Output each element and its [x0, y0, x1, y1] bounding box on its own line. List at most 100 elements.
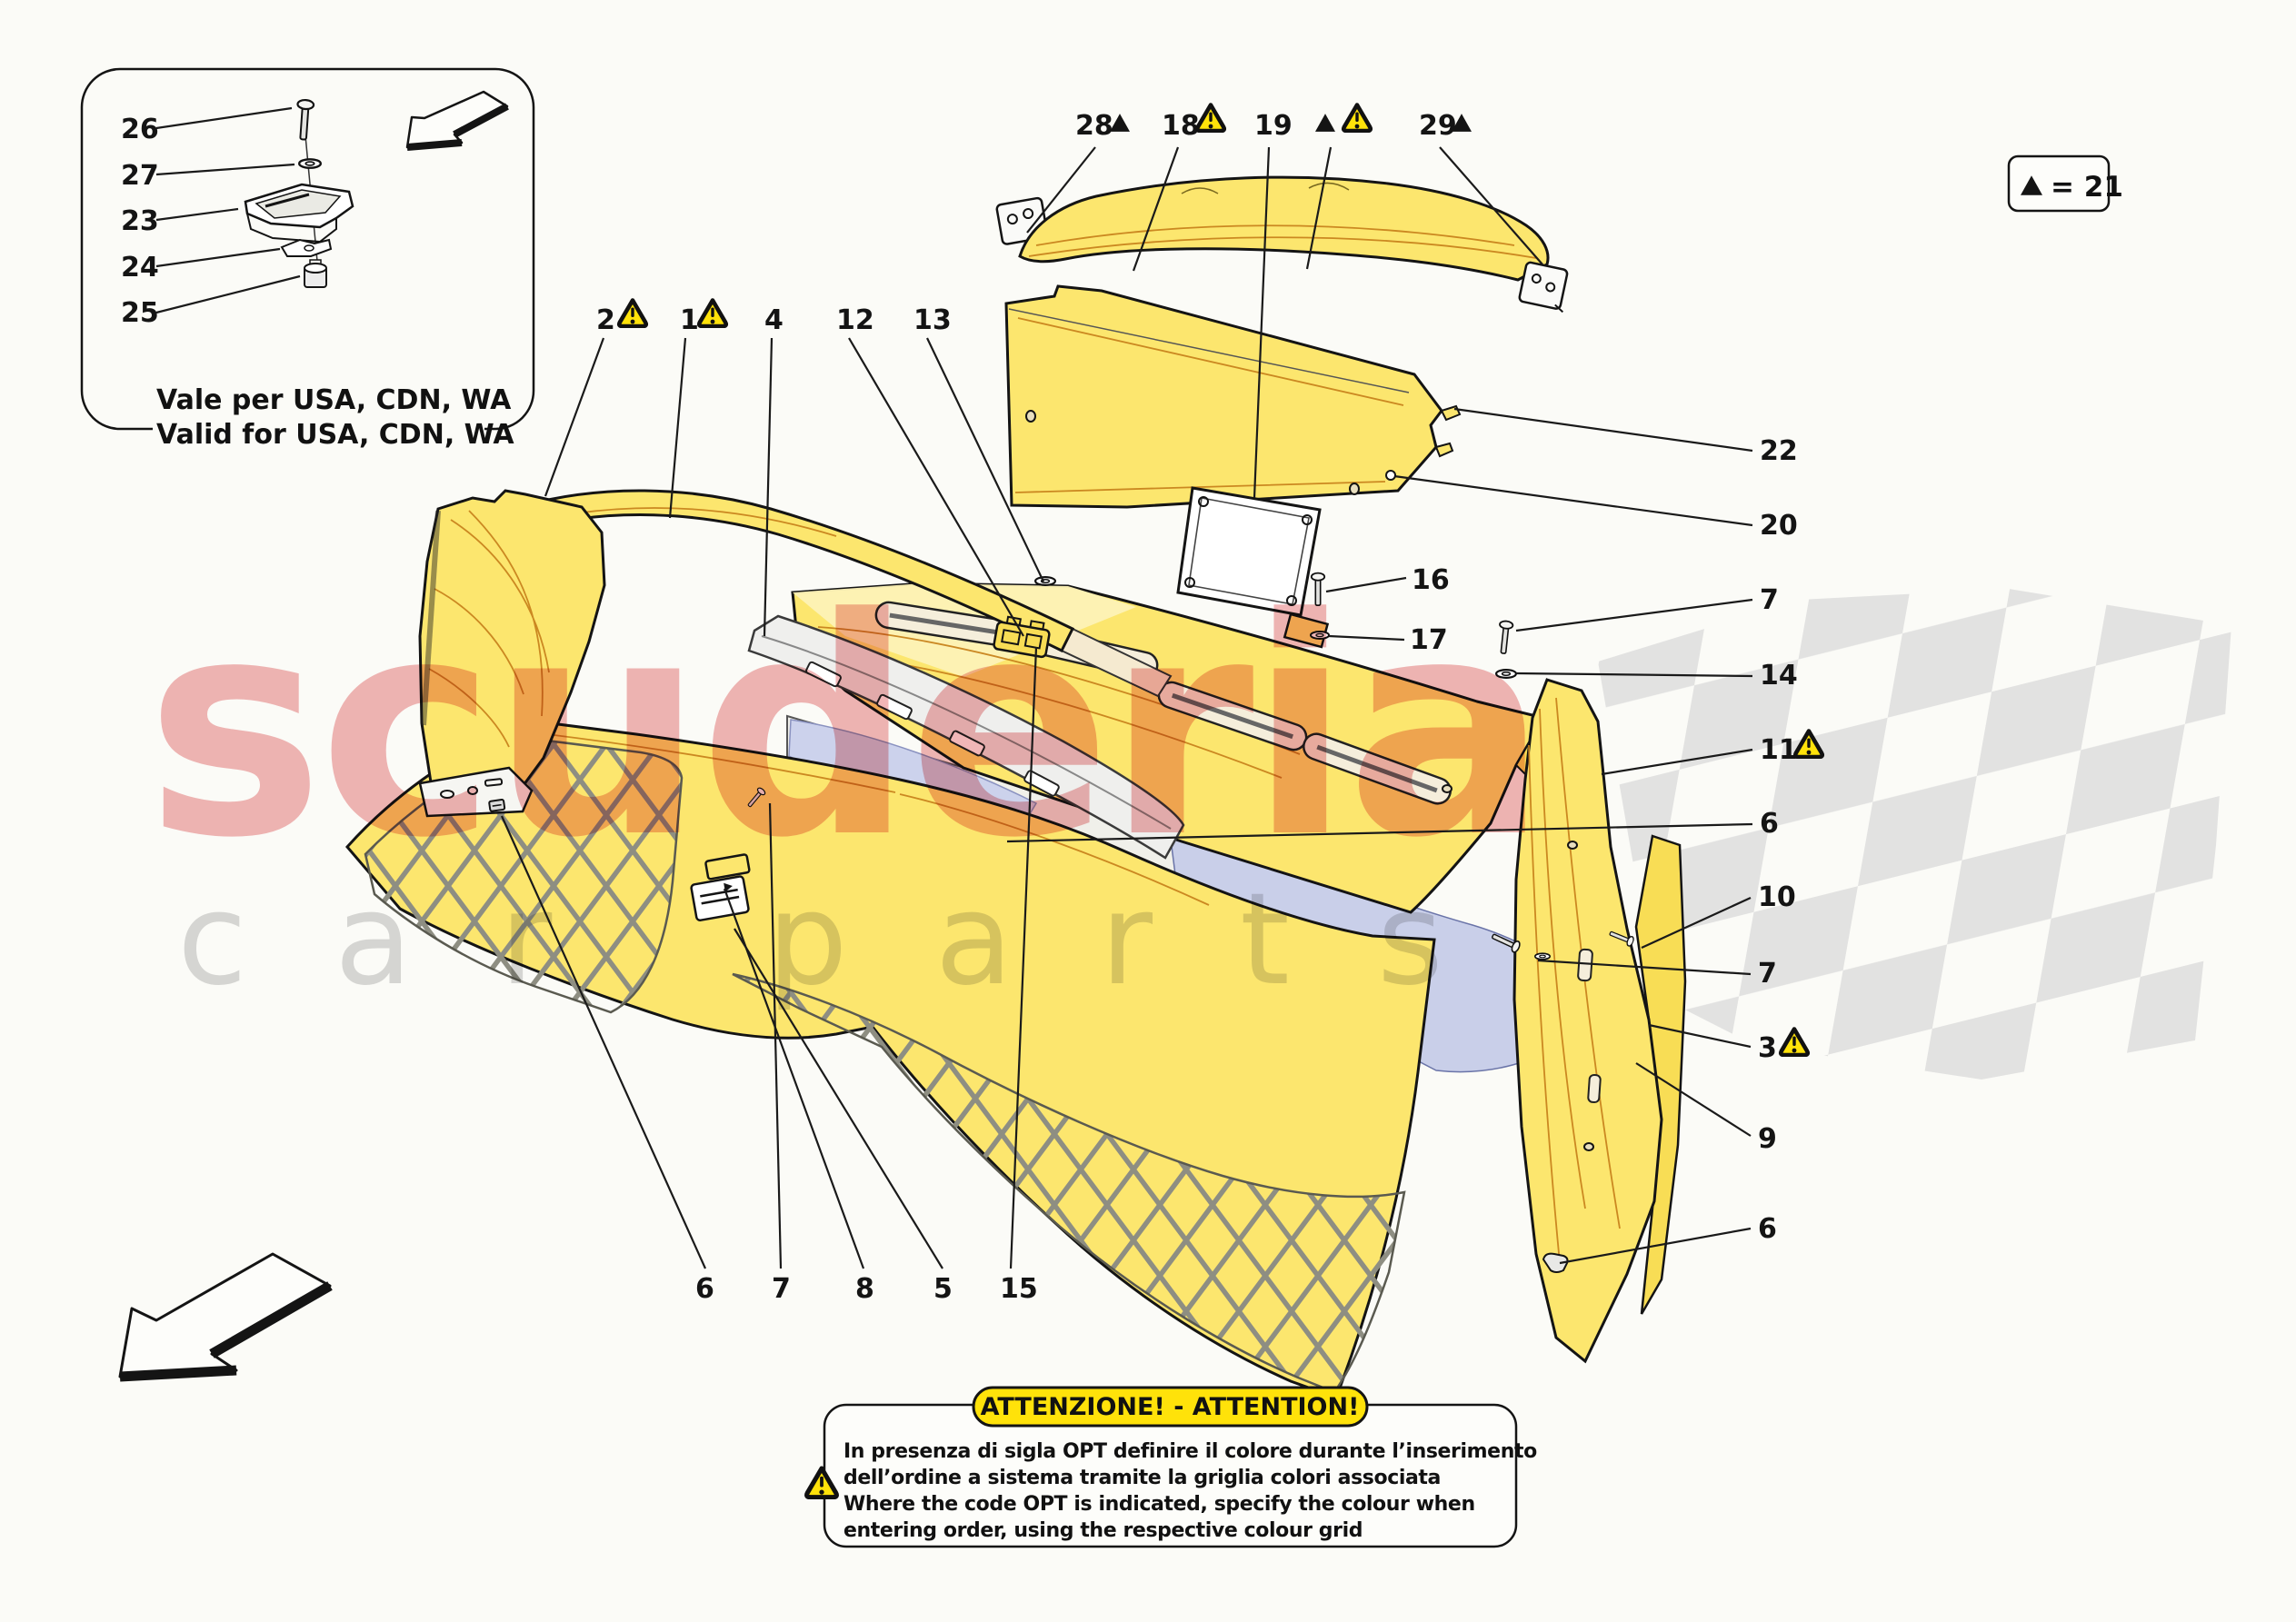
callout-label-14: 14: [1760, 660, 1798, 692]
leader-line-25: [155, 274, 301, 314]
direction-arrow-large: [118, 1252, 333, 1382]
leader-line-16: [1325, 576, 1407, 593]
leader-line-13: [926, 337, 1044, 582]
attention-box: ATTENZIONE! - ATTENTION! In presenza di …: [807, 1386, 1537, 1548]
callout-label-8: 8: [855, 1273, 874, 1305]
leader-line-7: [1515, 598, 1753, 632]
sill-trim-gray: [747, 614, 1185, 860]
callout-label-11: 11: [1760, 734, 1798, 766]
inset-washer-27: [298, 158, 322, 169]
watermark-primary: scuderia: [145, 554, 1543, 903]
callout-label-6: 6: [1758, 1213, 1777, 1245]
callout-label-15: 15: [1000, 1273, 1038, 1305]
callout-label-1: 1: [680, 304, 699, 336]
callout-label-19: 19: [1254, 110, 1293, 142]
leader-line-26: [155, 106, 293, 130]
leader-line-10: [1641, 897, 1752, 949]
callout-label-27: 27: [121, 160, 159, 192]
washer-right: [1534, 952, 1551, 960]
callout-label-23: 23: [121, 205, 159, 237]
leader-line-18: [1132, 146, 1180, 272]
callout-label-10: 10: [1758, 881, 1796, 913]
callout-label-29: 29: [1419, 110, 1457, 142]
callout-label-7: 7: [1760, 584, 1779, 616]
leader-line-19: [1253, 146, 1271, 499]
inset-bracket-24: [280, 238, 333, 257]
callout-label-28: 28: [1075, 110, 1113, 142]
warning-icon: [1197, 105, 1224, 132]
inset-grommet-25: [304, 259, 327, 288]
callout-label-17: 17: [1410, 624, 1448, 656]
left-side-panel: [418, 489, 606, 818]
callout-label-13: 13: [913, 304, 952, 336]
inset-note-english: Valid for USA, CDN, WA: [156, 419, 514, 451]
leader-line-27: [155, 163, 295, 176]
leader-line-7: [1537, 959, 1752, 976]
callout-label-5: 5: [933, 1273, 953, 1305]
attention-line-4: entering order, using the respective col…: [844, 1519, 1363, 1542]
leader-line-20: [1393, 474, 1753, 527]
inset-tray-23: [244, 183, 354, 244]
leader-line-12: [848, 337, 1024, 637]
clip-6-bottom: [1542, 1252, 1569, 1273]
leader-line-1: [668, 337, 687, 519]
right-side-panel: [1512, 678, 1663, 1364]
leader-line-6: [1006, 822, 1753, 843]
leader-line-15: [1009, 646, 1038, 1269]
leader-line-icon: [1305, 146, 1333, 270]
attention-line-3: Where the code OPT is indicated, specify…: [844, 1493, 1475, 1516]
leader-line-23: [155, 207, 239, 222]
leader-line-14: [1515, 672, 1753, 678]
callout-label-26: 26: [121, 114, 159, 145]
attention-line-2: dell’ordine a sistema tramite la griglia…: [844, 1467, 1441, 1489]
trim-panel-22: [1004, 284, 1462, 509]
attention-line-1: In presenza di sigla OPT definire il col…: [844, 1440, 1537, 1463]
legend-box: = 21: [2007, 154, 2123, 213]
callout-label-12: 12: [836, 304, 874, 336]
callout-label-9: 9: [1758, 1123, 1777, 1155]
leader-line-11: [1601, 748, 1753, 776]
legend-value: = 21: [2051, 171, 2123, 204]
checkered-flag-watermark: [1598, 589, 2231, 1080]
leader-line-2: [544, 337, 605, 497]
label-plaque: [690, 875, 750, 922]
warning-icon: [619, 301, 646, 327]
callout-label-24: 24: [121, 252, 159, 284]
leader-line-22: [1453, 407, 1753, 453]
warning-icon: [699, 301, 726, 327]
bracket-right-29: [1518, 261, 1569, 313]
leader-line-9: [1635, 1062, 1752, 1137]
callout-label-20: 20: [1760, 510, 1798, 542]
rear-shelf-panel-top: [1018, 175, 1550, 282]
attention-title-pill: [972, 1386, 1369, 1428]
inset-screw-26: [294, 98, 315, 142]
fastener-dot: [1385, 470, 1396, 481]
leader-line-6: [1559, 1227, 1752, 1265]
direction-arrow-small: [405, 90, 509, 149]
callout-label-3: 3: [1758, 1032, 1777, 1064]
black-triangle-icon: [1315, 114, 1335, 132]
leader-line-4: [763, 337, 774, 637]
leader-line-5: [734, 928, 943, 1269]
leader-line-29: [1439, 146, 1543, 265]
callout-label-6: 6: [1760, 808, 1779, 840]
leader-line-6: [500, 815, 707, 1269]
callout-label-7: 7: [1758, 958, 1777, 990]
leader-line-3: [1648, 1023, 1752, 1049]
callout-label-16: 16: [1412, 564, 1450, 596]
flange-clip: [488, 799, 506, 812]
callout-label-22: 22: [1760, 435, 1798, 467]
callout-label-6: 6: [695, 1273, 714, 1305]
right-panel-sliver: [1634, 834, 1687, 1315]
callout-label-2: 2: [596, 304, 615, 336]
warning-icon: [1343, 105, 1371, 132]
leader-line-7: [768, 802, 783, 1269]
inset-note-italian: Vale per USA, CDN, WA: [156, 384, 512, 416]
inset-box: Vale per USA, CDN, WA Valid for USA, CDN…: [80, 67, 535, 463]
watermark-secondary: car parts: [177, 866, 1531, 1014]
fabric-mat-panel-20: [1176, 486, 1322, 617]
attention-title: ATTENZIONE! - ATTENTION!: [981, 1393, 1360, 1421]
callout-label-18: 18: [1162, 110, 1200, 142]
